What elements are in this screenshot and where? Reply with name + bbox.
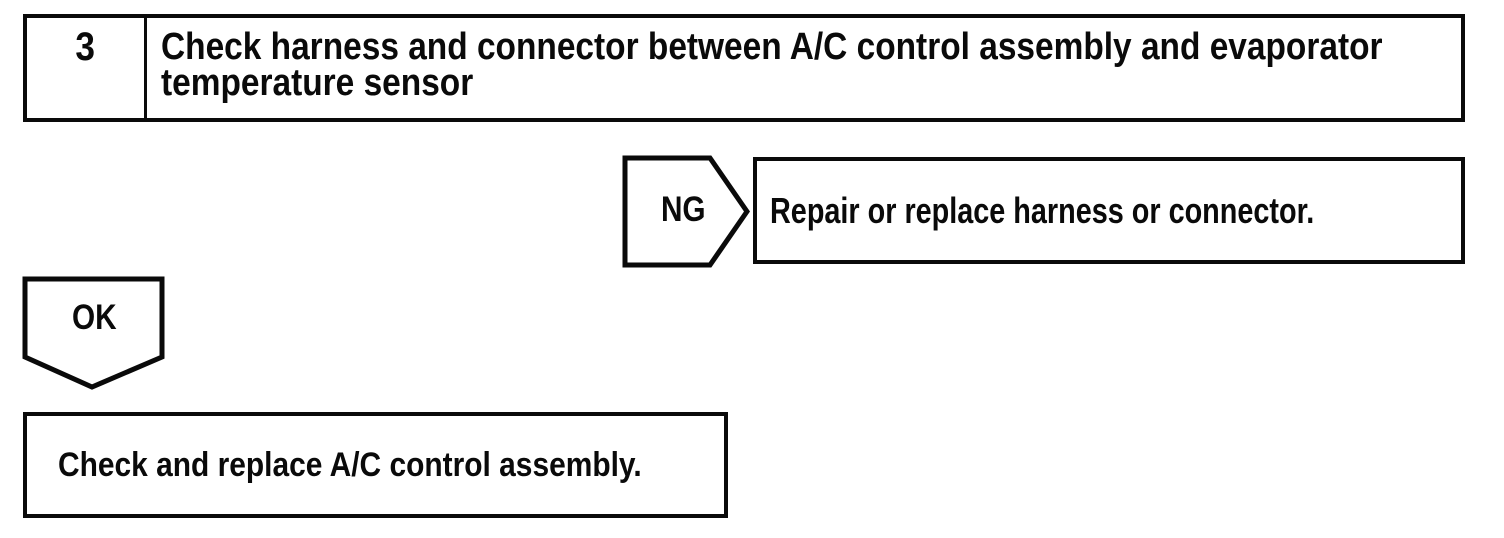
ok-action-box: Check and replace A/C control assembly.	[23, 412, 728, 518]
step-box: 3 Check harness and connector between A/…	[23, 14, 1465, 122]
ok-pentagon	[22, 276, 165, 390]
ng-action-box: Repair or replace harness or connector.	[753, 157, 1465, 264]
step-text-cell: Check harness and connector between A/C …	[147, 18, 1504, 118]
step-number-cell: 3	[27, 18, 147, 118]
ok-connector-shape	[22, 276, 165, 390]
ok-action-text: Check and replace A/C control assembly.	[58, 445, 642, 484]
ng-pentagon	[622, 155, 750, 268]
ng-action-text: Repair or replace harness or connector.	[770, 189, 1315, 231]
ng-connector-shape	[622, 155, 750, 268]
step-instruction: Check harness and connector between A/C …	[161, 26, 1383, 104]
step-number: 3	[75, 25, 96, 69]
